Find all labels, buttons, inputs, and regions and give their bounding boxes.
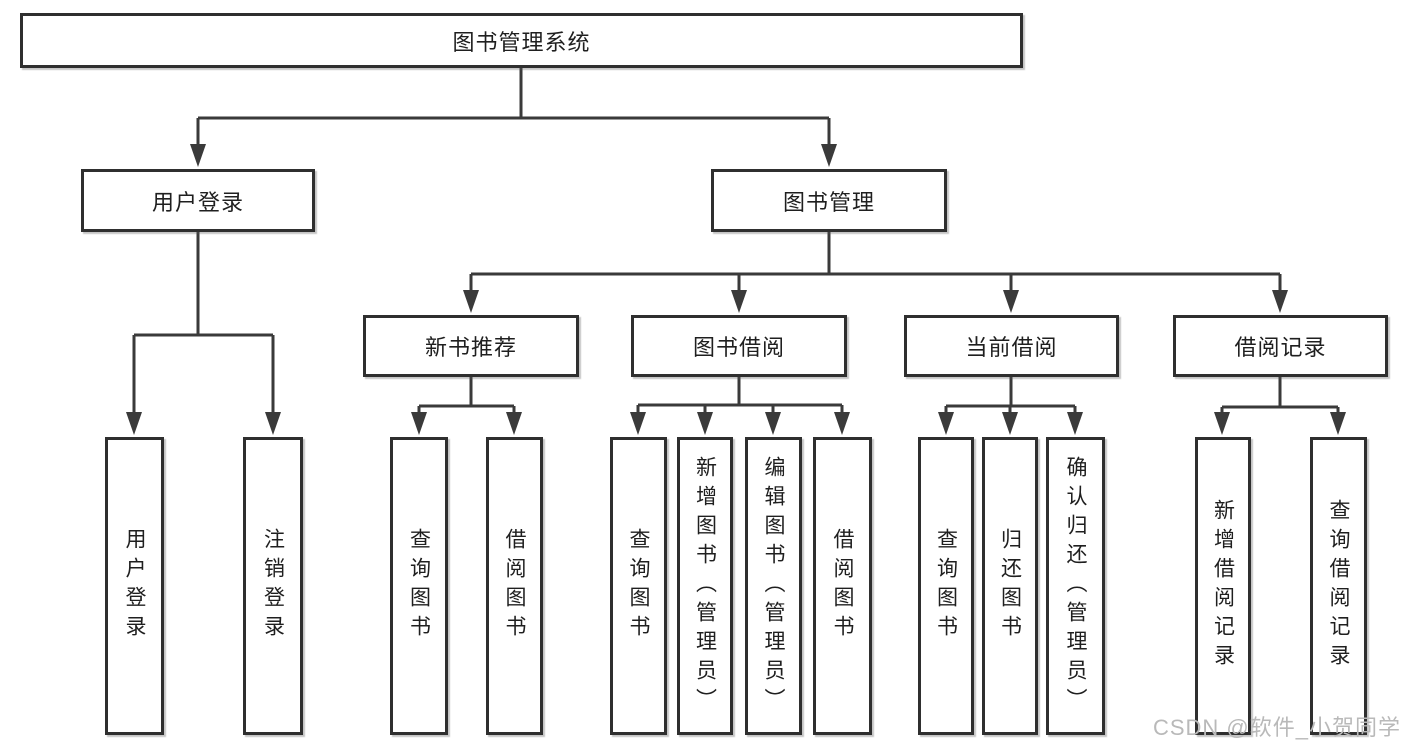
leaf-query-borrow-record-label: 查询借阅记录: [1327, 499, 1350, 673]
leaf-borrow-books-recommend: 借阅图书: [486, 437, 543, 735]
leaf-return-books-label: 归还图书: [998, 528, 1022, 644]
leaf-query-books-recommend: 查询图书: [390, 437, 448, 735]
leaf-logout: 注销登录: [243, 437, 303, 735]
leaf-return-books: 归还图书: [982, 437, 1038, 735]
leaf-add-borrow-record-label: 新增借阅记录: [1211, 499, 1235, 673]
leaf-user-login: 用户登录: [105, 437, 164, 735]
node-borrowing-records: 借阅记录: [1173, 315, 1388, 377]
leaf-borrow-books: 借阅图书: [813, 437, 872, 735]
node-book-management: 图书管理: [711, 169, 947, 232]
leaf-borrow-books-recommend-label: 借阅图书: [503, 528, 526, 644]
node-user-login: 用户登录: [81, 169, 315, 232]
leaf-confirm-return-admin: 确认归还（管理员）: [1046, 437, 1105, 735]
node-borrowing-records-label: 借阅记录: [1234, 335, 1327, 360]
node-new-book-recommendation: 新书推荐: [363, 315, 579, 377]
leaf-add-borrow-record: 新增借阅记录: [1195, 437, 1251, 735]
leaf-query-books-borrowing: 查询图书: [610, 437, 667, 735]
leaf-borrow-books-label: 借阅图书: [831, 528, 854, 644]
leaf-confirm-return-admin-label: 确认归还（管理员）: [1064, 455, 1087, 717]
leaf-add-books-admin: 新增图书（管理员）: [677, 437, 733, 735]
leaf-user-login-label: 用户登录: [123, 528, 146, 644]
leaf-logout-label: 注销登录: [261, 528, 285, 644]
node-current-borrowing-label: 当前借阅: [965, 335, 1058, 360]
node-root-system: 图书管理系统: [20, 13, 1023, 68]
node-current-borrowing: 当前借阅: [904, 315, 1119, 377]
node-book-management-label: 图书管理: [782, 189, 875, 215]
node-book-borrowing-label: 图书借阅: [692, 335, 785, 360]
leaf-query-borrow-record: 查询借阅记录: [1310, 437, 1367, 735]
leaf-add-books-admin-label: 新增图书（管理员）: [693, 455, 717, 717]
node-new-book-recommendation-label: 新书推荐: [424, 335, 517, 360]
leaf-query-books-recommend-label: 查询图书: [407, 528, 431, 644]
leaf-query-books-current-label: 查询图书: [934, 528, 958, 644]
leaf-query-books-borrowing-label: 查询图书: [627, 528, 650, 644]
node-root-label: 图书管理系统: [452, 29, 591, 55]
csdn-watermark: CSDN @软件_小贺同学: [1152, 715, 1401, 740]
node-user-login-label: 用户登录: [151, 189, 244, 215]
node-book-borrowing: 图书借阅: [631, 315, 847, 377]
leaf-edit-books-admin: 编辑图书（管理员）: [745, 437, 802, 735]
leaf-query-books-current: 查询图书: [918, 437, 974, 735]
leaf-edit-books-admin-label: 编辑图书（管理员）: [762, 455, 785, 717]
